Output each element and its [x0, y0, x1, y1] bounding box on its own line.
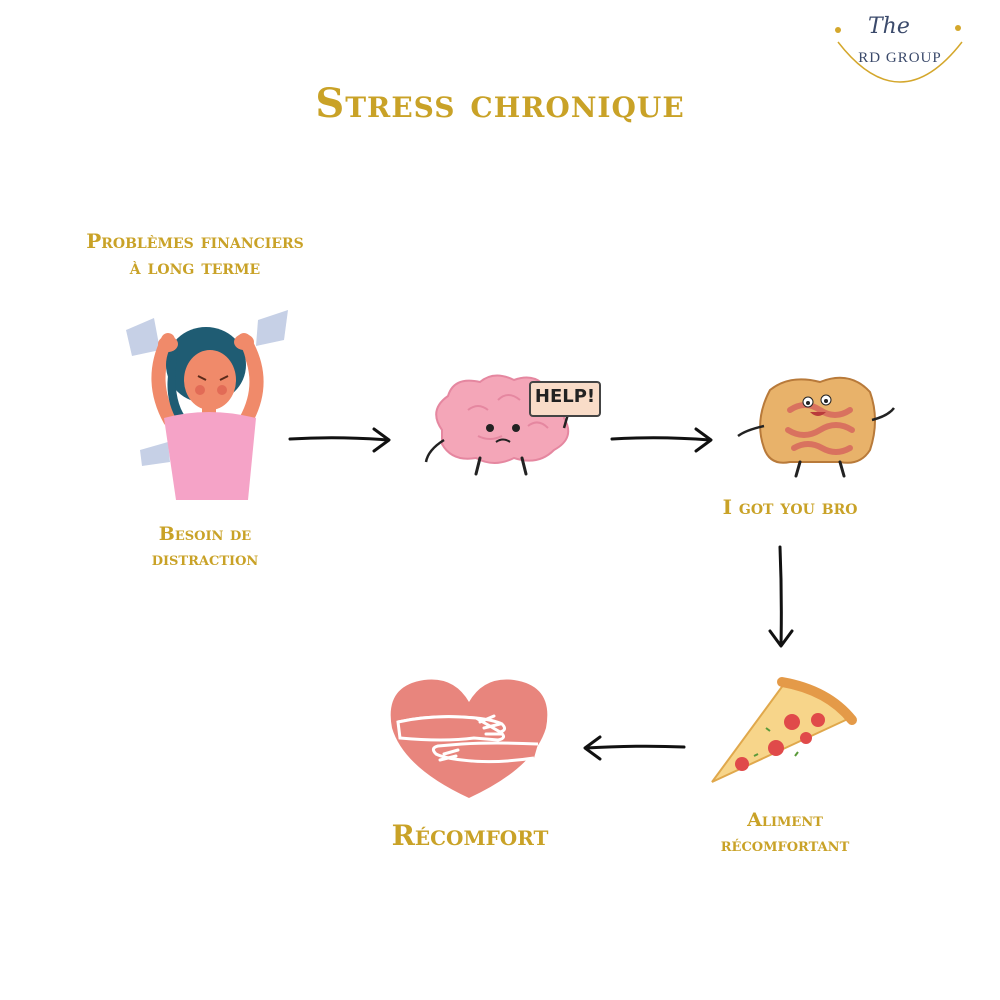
- logo-name-text: RD GROUP: [858, 50, 942, 66]
- label-gut-reply: I got you bro: [722, 495, 858, 519]
- stressed-woman-icon: [126, 310, 288, 500]
- page-title: Stress chronique: [315, 80, 685, 127]
- arrow-down-icon: [768, 545, 794, 648]
- arrow-right-icon: [288, 427, 391, 453]
- logo-script-text: The: [868, 14, 910, 39]
- intestine-icon: [737, 376, 895, 478]
- label-stress-cause: Problèmes financiers à long terme: [86, 229, 304, 279]
- logo-arc-icon: [835, 25, 963, 83]
- label-need-distraction: Besoin de distraction: [151, 523, 259, 570]
- rd-group-logo: The RD GROUP: [830, 12, 970, 92]
- brain-help-sign-text: HELP!: [534, 386, 596, 407]
- heart-hug-icon: [390, 679, 548, 798]
- brain-help-icon: [424, 374, 601, 476]
- arrow-right-icon: [610, 427, 713, 453]
- pizza-icon: [711, 677, 857, 783]
- label-comfort-food: Aliment récomfortant: [720, 809, 850, 856]
- label-comfort: Récomfort: [391, 819, 549, 852]
- arrow-left-icon: [583, 735, 686, 761]
